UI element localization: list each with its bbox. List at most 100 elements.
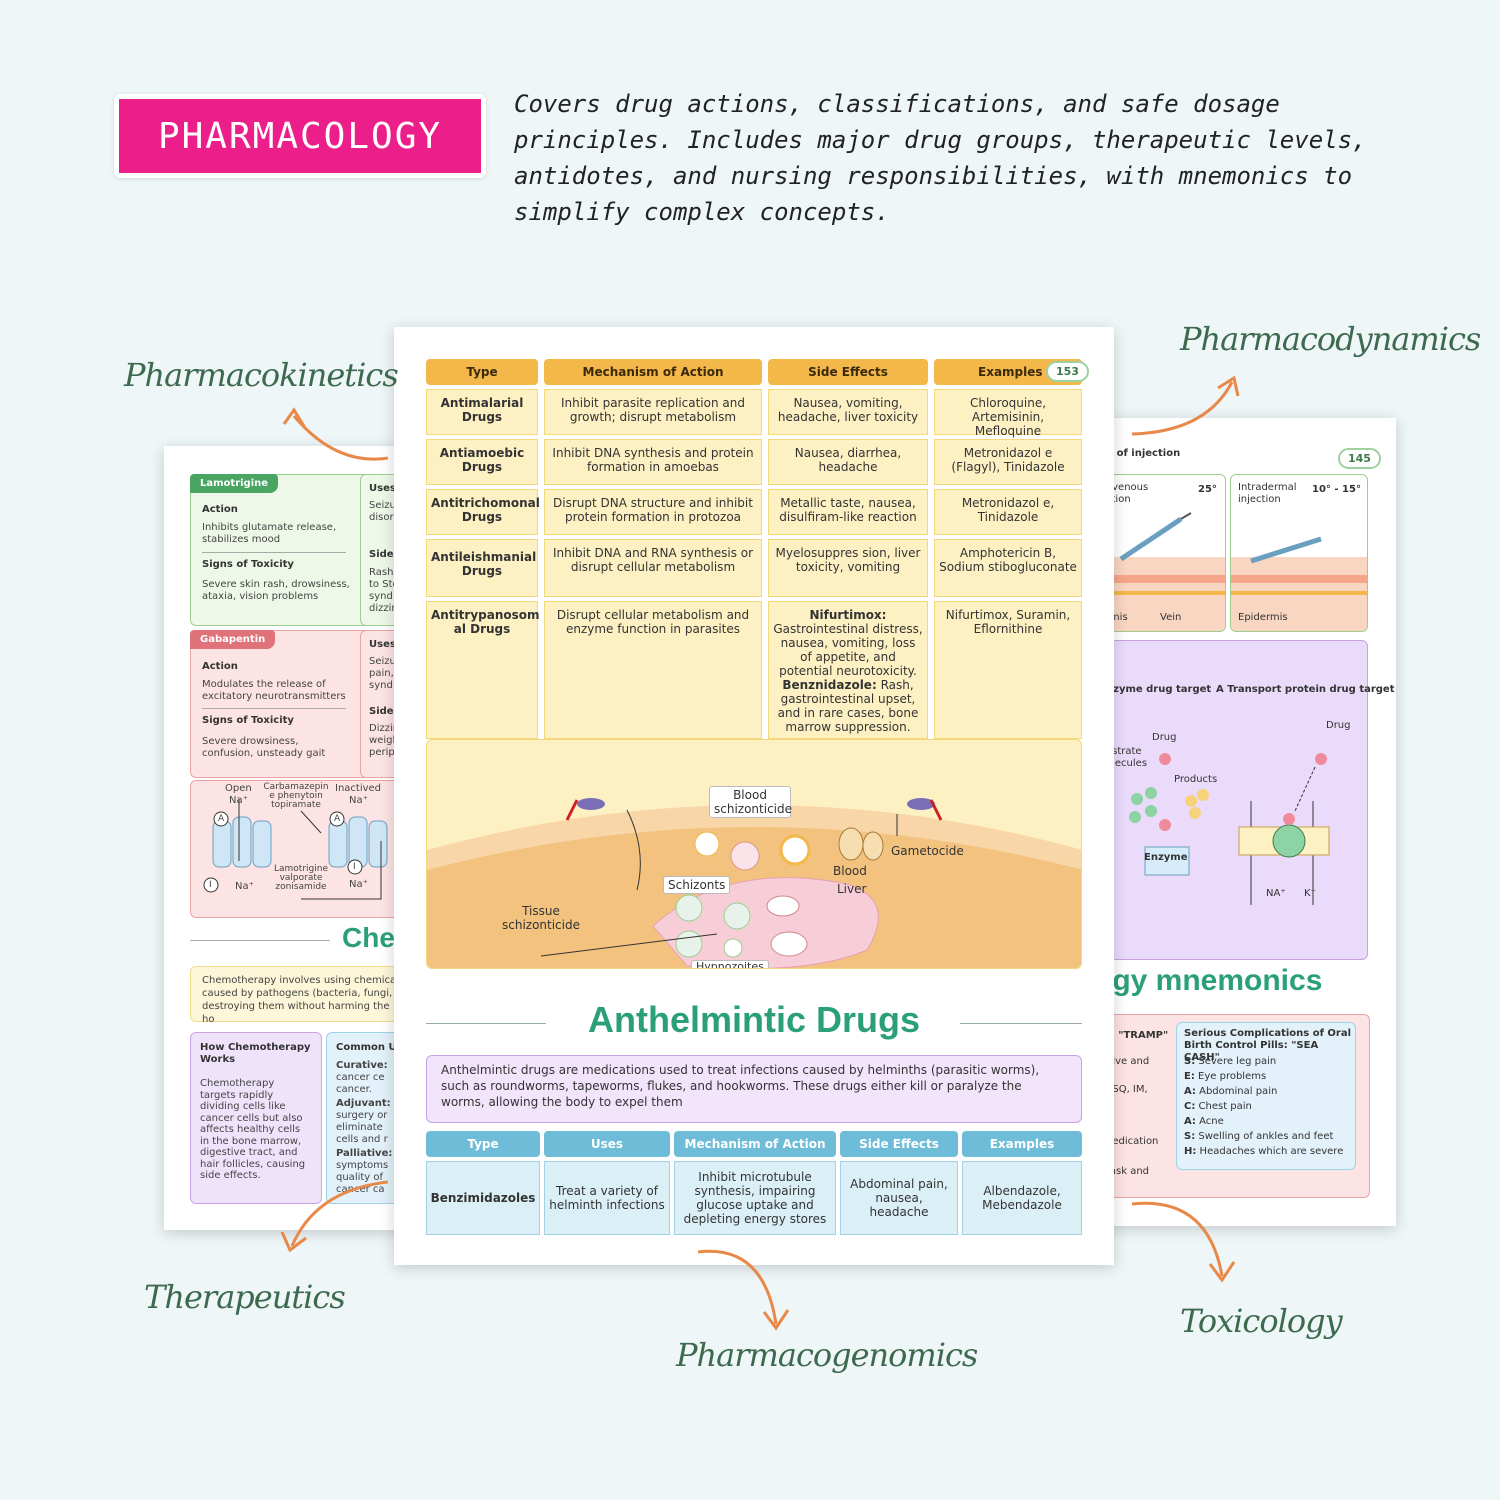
channel-a-label-1: A	[218, 814, 225, 824]
row5-mechanism: Disrupt cellular metabolism and enzyme f…	[544, 601, 762, 739]
lamotrigine-uses: Seizu disor	[369, 500, 396, 523]
b-row-uses: Treat a variety of helminth infections	[544, 1161, 670, 1235]
b-col-examples: Examples	[962, 1131, 1082, 1157]
pharmacology-tag-label: PHARMACOLOGY	[119, 99, 481, 173]
products-label: Products	[1174, 774, 1218, 785]
common-use-2: Adjuvant: surgery or eliminate cells and…	[336, 1098, 391, 1145]
channel-na-3: Na⁺	[349, 879, 368, 890]
gabapentin-action: Modulates the release of excitatory neur…	[202, 679, 346, 702]
row5-side: Nifurtimox:Gastrointestinal distress, na…	[768, 601, 928, 739]
channel-open-label: Open	[225, 783, 252, 794]
label-therapeutics: Therapeutics	[144, 1278, 346, 1316]
lamotrigine-side-heading: Side I	[369, 549, 401, 560]
row2-type: Antiamoebic Drugs	[426, 439, 538, 485]
sea-e: E: Eye problems	[1184, 1071, 1267, 1082]
row1-side: Nausea, vomiting, headache, liver toxici…	[768, 389, 928, 435]
id-angle: 10° - 15°	[1312, 484, 1361, 495]
sea-c: C: Chest pain	[1184, 1101, 1252, 1112]
lamotrigine-toxicity-heading: Signs of Toxicity	[202, 559, 294, 570]
sea-h: H: Headaches which are severe	[1184, 1146, 1344, 1157]
page-pharmacodynamics: n of injection 145 avenous ction 25° rmi…	[1090, 418, 1396, 1226]
lamotrigine-card	[190, 474, 370, 626]
label-pharmacodynamics: Pharmacodynamics	[1180, 320, 1481, 358]
tramp-line-2: , SQ, IM,	[1106, 1084, 1148, 1095]
row1-examples: Chloroquine, Artemisinin, Mefloquine	[934, 389, 1082, 438]
gabapentin-side-heading: Side I	[369, 706, 401, 717]
channel-i-label-1: I	[209, 880, 212, 890]
b-col-type: Type	[426, 1131, 540, 1157]
na-label: NA⁺	[1266, 888, 1286, 899]
b-col-mechanism: Mechanism of Action	[674, 1131, 836, 1157]
sodium-channel-diagram: Open Na⁺ Carbamazepin e phenytoin topira…	[190, 780, 424, 918]
id-label: Intradermal injection	[1238, 482, 1297, 505]
channel-na-1: Na⁺	[229, 795, 248, 806]
row1-mechanism: Inhibit parasite replication and growth;…	[544, 389, 762, 435]
page-pharmacogenomics: Type Mechanism of Action Side Effects Ex…	[394, 327, 1114, 1265]
col-side-effects: Side Effects	[768, 359, 928, 385]
arrow-toxicology-icon	[1131, 1201, 1236, 1283]
sea-cash-heading: Serious Complications of Oral Birth Cont…	[1184, 1028, 1352, 1063]
row2-mechanism: Inhibit DNA synthesis and protein format…	[544, 439, 762, 485]
chemotherapy-desc-box	[190, 966, 424, 1022]
gabapentin-uses-heading: Uses	[369, 639, 396, 650]
gabapentin-toxicity-heading: Signs of Toxicity	[202, 715, 294, 726]
page-pharmacokinetics: Lamotrigine Action Inhibits glutamate re…	[164, 446, 424, 1230]
sea-a1: A: Abdominal pain	[1184, 1086, 1278, 1097]
arrow-therapeutics-icon	[280, 1180, 389, 1253]
gabapentin-title: Gabapentin	[190, 630, 276, 649]
col-type: Type	[426, 359, 538, 385]
channel-i-label-2: I	[353, 862, 356, 872]
tramp-heading: t: "TRAMP"	[1106, 1030, 1169, 1041]
lamotrigine-title: Lamotrigine	[190, 474, 279, 493]
channel-inactive-label: Inactived	[335, 783, 382, 794]
k-label: K⁺	[1304, 888, 1316, 899]
liver-label: Liver	[837, 882, 867, 896]
tramp-line-4: nedication	[1106, 1136, 1159, 1147]
enzyme-label: Enzyme	[1144, 852, 1188, 863]
gabapentin-uses: Seizu pain, synd	[369, 656, 396, 691]
tramp-line-1: give and	[1106, 1056, 1150, 1067]
schizonts-label: Schizonts	[663, 876, 731, 894]
dermis-label: rmis	[1106, 612, 1128, 623]
label-pharmacogenomics: Pharmacogenomics	[676, 1336, 978, 1374]
lamotrigine-side: Rash to Ste synd dizzir	[369, 567, 399, 614]
channel-a-label-2: A	[334, 814, 341, 824]
page-number-145: 145	[1338, 448, 1381, 469]
drug-label-2: Drug	[1326, 720, 1351, 731]
sea-cash-card	[1176, 1022, 1356, 1170]
row5-examples: Nifurtimox, Suramin, Eflornithine	[934, 601, 1082, 739]
gabapentin-toxicity: Severe drowsiness, confusion, unsteady g…	[202, 736, 326, 759]
label-toxicology: Toxicology	[1180, 1302, 1343, 1340]
arrow-pharmacokinetics-icon	[282, 407, 389, 461]
b-row-mechanism: Inhibit microtubule synthesis, impairing…	[674, 1161, 836, 1235]
row5-type: Antitrypanosom al Drugs	[426, 601, 540, 739]
mnemonics-title: ogy mnemonics	[1094, 964, 1323, 997]
channel-lamotrigine-label: Lamotrigine valporate zonisamide	[274, 864, 328, 892]
substrate-label: ostrate olecules	[1106, 746, 1148, 769]
b-row-side-effects: Abdominal pain, nausea, headache	[840, 1161, 958, 1235]
injection-title: n of injection	[1106, 448, 1181, 459]
lamotrigine-uses-heading: Uses	[369, 483, 396, 494]
gabapentin-action-heading: Action	[202, 661, 238, 672]
row3-side: Metallic taste, nausea, disulfiram-like …	[768, 489, 928, 535]
malaria-lifecycle-diagram: Blood schizonticide Gametocide Schizonts…	[426, 739, 1082, 969]
channel-na-2: Na⁺	[349, 795, 368, 806]
row3-type: Antitrichomonal Drugs	[426, 489, 540, 535]
drug-label-1: Drug	[1152, 732, 1177, 743]
blood-schizonticide-label: Blood schizonticide	[709, 786, 792, 818]
tissue-schizonticide-label: Tissue schizonticide	[501, 904, 580, 932]
enzyme-target-heading: nzyme drug target	[1106, 684, 1212, 695]
how-chemo-text: Chemotherapy targets rapidly dividing ce…	[200, 1078, 306, 1181]
row4-type: Antileishmanial Drugs	[426, 539, 538, 597]
how-chemo-heading: How Chemotherapy Works	[200, 1042, 311, 1065]
common-use-3: Palliative: symptoms quality of cancer c…	[336, 1148, 393, 1195]
b-row-examples: Albendazole, Mebendazole	[962, 1161, 1082, 1235]
gametocide-label: Gametocide	[891, 844, 964, 858]
gabapentin-side: Dizzir weigl perip	[369, 723, 397, 758]
row4-side: Myelosuppres sion, liver toxicity, vomit…	[768, 539, 928, 597]
label-pharmacokinetics: Pharmacokinetics	[124, 356, 399, 394]
pharmacology-tag: PHARMACOLOGY	[114, 94, 486, 178]
col-mechanism: Mechanism of Action	[544, 359, 762, 385]
how-chemo-card	[190, 1032, 322, 1204]
anthelmintic-title: Anthelmintic Drugs	[587, 999, 920, 1040]
